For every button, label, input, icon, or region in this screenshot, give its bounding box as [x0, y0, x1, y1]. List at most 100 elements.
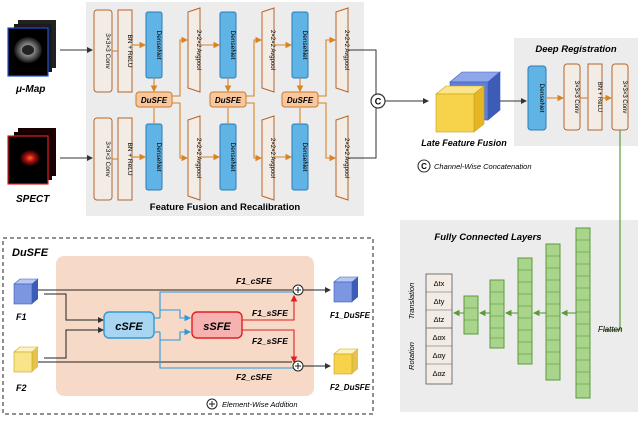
svg-text:DenseNet: DenseNet: [155, 31, 162, 60]
svg-text:DenseNet: DenseNet: [155, 143, 162, 172]
dusfe-detail-title: DuSFE: [12, 247, 49, 259]
late-fusion-cubes: [435, 71, 501, 133]
f2-csfe-label: F2_cSFE: [236, 372, 272, 382]
svg-text:2×2×2 Avgpool: 2×2×2 Avgpool: [343, 138, 349, 178]
svg-text:2×2×2 Avgpool: 2×2×2 Avgpool: [195, 30, 201, 70]
svg-text:DenseNet: DenseNet: [301, 31, 308, 60]
svg-text:DenseNet: DenseNet: [229, 31, 236, 60]
svg-text:2×2×2 Avgpool: 2×2×2 Avgpool: [269, 138, 275, 178]
reg-conv-1: 3×3×3 Conv: [563, 63, 581, 131]
f2-dusfe-cube: [333, 348, 359, 375]
reg-bn-relu: BN + ReLU: [587, 63, 603, 131]
bottom-densenet-3: DenseNet: [291, 123, 309, 191]
param-day: Δαy: [432, 351, 445, 360]
dusfe-block-1: DuSFE: [135, 91, 173, 108]
top-densenet-2: DenseNet: [219, 11, 237, 79]
f1-ssfe-label: F1_sSFE: [252, 308, 288, 318]
top-bn-relu: BN + ReLU: [117, 9, 133, 93]
top-conv: 3×3×3 Conv: [93, 9, 113, 93]
spect-image: [7, 128, 56, 185]
svg-text:C: C: [421, 162, 427, 171]
svg-text:BN + ReLU: BN + ReLU: [126, 142, 133, 175]
param-dtz: Δtz: [434, 315, 445, 324]
svg-text:DenseNet: DenseNet: [538, 84, 545, 113]
bottom-conv: 3×3×3 Conv: [93, 117, 113, 201]
rotation-label: Rotation: [407, 342, 416, 370]
svg-text:DenseNet: DenseNet: [229, 143, 236, 172]
bottom-densenet-2: DenseNet: [219, 123, 237, 191]
fc-layer-1: [463, 295, 479, 335]
late-fusion-label: Late Feature Fusion: [421, 138, 507, 148]
svg-text:3×3×3 Conv: 3×3×3 Conv: [104, 141, 111, 177]
svg-text:2×2×2 Avgpool: 2×2×2 Avgpool: [343, 30, 349, 70]
svg-text:2×2×2 Avgpool: 2×2×2 Avgpool: [269, 30, 275, 70]
svg-text:DuSFE: DuSFE: [141, 96, 168, 105]
concat-legend-label: Channel-Wise Concatenation: [434, 162, 532, 171]
dusfe-inner-panel: [56, 256, 314, 396]
svg-text:BN + ReLU: BN + ReLU: [596, 82, 602, 113]
svg-text:2×2×2 Avgpool: 2×2×2 Avgpool: [195, 138, 201, 178]
bottom-avgpool-1: 2×2×2 Avgpool: [187, 115, 201, 201]
dusfe-block-3: DuSFE: [281, 91, 319, 108]
svg-text:3×3×3 Conv: 3×3×3 Conv: [621, 81, 627, 114]
svg-text:3×3×3 Conv: 3×3×3 Conv: [573, 81, 579, 114]
bottom-densenet-1: DenseNet: [145, 123, 163, 191]
dusfe-skip-lines: [38, 289, 292, 363]
top-densenet-1: DenseNet: [145, 11, 163, 79]
encoder-connectors: [112, 36, 337, 162]
f2-ssfe-label: F2_sSFE: [252, 336, 288, 346]
concat-node: C: [370, 93, 386, 109]
csfe-box: cSFE: [103, 311, 155, 339]
fc-title: Fully Connected Layers: [434, 232, 541, 243]
reg-conv-2: 3×3×3 Conv: [611, 63, 629, 131]
f1-dusfe-cube: [333, 276, 359, 303]
fusion-section-label: Feature Fusion and Recalibration: [150, 202, 301, 213]
fc-layer-4: [545, 243, 561, 381]
flatten-connector: [604, 130, 621, 331]
fc-output-params: Δtx Δty Δtz Δαx Δαy Δαz: [425, 273, 453, 385]
f1-csfe-label: F1_cSFE: [236, 276, 272, 286]
svg-text:BN + ReLU: BN + ReLU: [126, 34, 133, 67]
flatten-label: Flatten: [598, 325, 623, 334]
add-legend-icon: [206, 398, 218, 410]
param-dty: Δty: [434, 297, 445, 306]
param-dtx: Δtx: [434, 279, 445, 288]
f1-label: F1: [16, 312, 27, 322]
reg-densenet: DenseNet: [527, 65, 547, 131]
csfe-connectors: [154, 291, 298, 369]
param-daz: Δαz: [432, 369, 445, 378]
f2-cube: [13, 346, 39, 373]
translation-label: Translation: [407, 283, 416, 320]
fc-layer-flatten: [575, 227, 591, 399]
svg-text:DuSFE: DuSFE: [215, 96, 242, 105]
svg-text:DuSFE: DuSFE: [287, 96, 314, 105]
top-densenet-3: DenseNet: [291, 11, 309, 79]
spect-label: SPECT: [16, 194, 50, 205]
svg-text:DenseNet: DenseNet: [301, 143, 308, 172]
ssfe-box: sSFE: [191, 311, 243, 339]
mu-map-label: μ-Map: [15, 84, 45, 95]
concat-connectors: [348, 49, 429, 159]
add-node-top: [292, 284, 304, 296]
registration-title: Deep Registration: [535, 44, 616, 55]
svg-text:3×3×3 Conv: 3×3×3 Conv: [104, 33, 111, 69]
top-avgpool-3: 2×2×2 Avgpool: [335, 7, 349, 93]
dusfe-block-2: DuSFE: [209, 91, 247, 108]
param-dax: Δαx: [432, 333, 445, 342]
f2-dusfe-label: F2_DuSFE: [330, 383, 371, 392]
fc-layer-3: [517, 257, 533, 365]
f1-cube: [13, 278, 39, 305]
svg-text:cSFE: cSFE: [115, 321, 143, 333]
ssfe-connectors: [242, 294, 298, 364]
bottom-avgpool-2: 2×2×2 Avgpool: [261, 115, 275, 201]
fc-layer-2: [489, 279, 505, 349]
f1-dusfe-label: F1_DuSFE: [330, 311, 371, 320]
top-avgpool-1: 2×2×2 Avgpool: [187, 7, 201, 93]
add-legend-label: Element-Wise Addition: [222, 400, 298, 409]
f2-label: F2: [16, 383, 27, 393]
svg-text:sSFE: sSFE: [203, 321, 231, 333]
svg-text:C: C: [375, 97, 382, 107]
add-node-bottom: [292, 360, 304, 372]
top-avgpool-2: 2×2×2 Avgpool: [261, 7, 275, 93]
